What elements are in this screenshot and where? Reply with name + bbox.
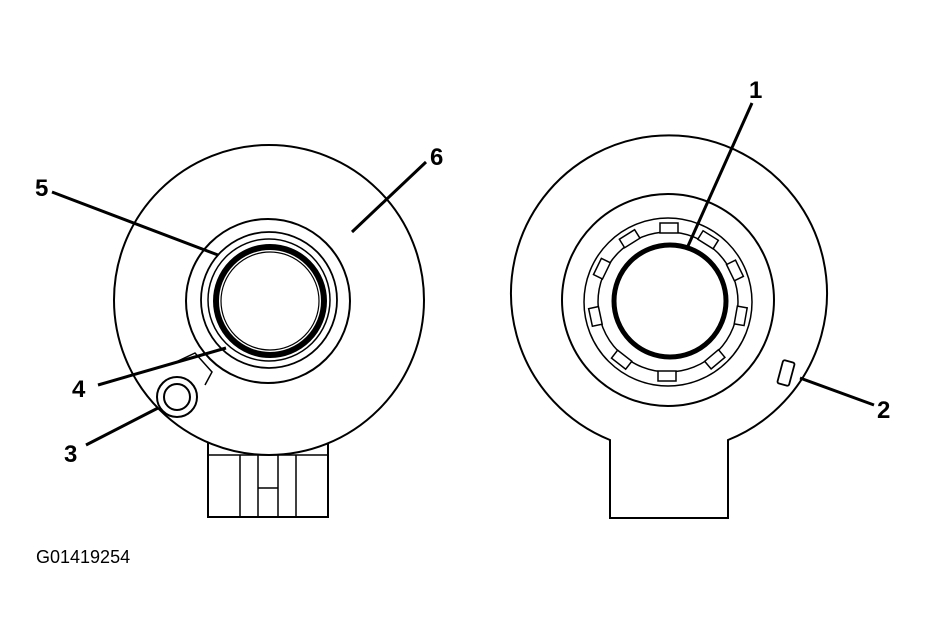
leader-line-3 xyxy=(85,406,159,447)
right-bore xyxy=(611,242,729,360)
callout-3: 3 xyxy=(64,441,77,468)
callout-5: 5 xyxy=(35,175,48,202)
leader-line-5 xyxy=(51,190,219,257)
left-seal-ring-inner xyxy=(207,238,331,362)
left-seal-ring-outer xyxy=(200,231,338,369)
right-component xyxy=(510,134,828,519)
right-outer-body xyxy=(510,134,828,519)
left-bore-inner-edge xyxy=(220,251,320,351)
callout-1: 1 xyxy=(749,77,762,104)
left-outer-ring xyxy=(185,218,351,384)
leader-line-4 xyxy=(97,346,227,387)
right-outer-ring xyxy=(561,193,775,407)
callout-2: 2 xyxy=(877,397,890,424)
left-ring-notch xyxy=(177,352,213,386)
left-component xyxy=(113,144,425,518)
leader-lines xyxy=(51,102,875,447)
callout-4: 4 xyxy=(72,376,86,403)
right-retainer-ring-outer xyxy=(583,217,753,387)
right-retainer-tabs xyxy=(587,222,749,382)
figure-id: G01419254 xyxy=(36,547,130,567)
leader-line-1 xyxy=(686,102,754,247)
left-outer-body xyxy=(113,144,425,456)
left-port-inner xyxy=(163,383,191,411)
right-locating-key xyxy=(776,359,796,387)
leader-line-6 xyxy=(350,160,428,234)
left-bore xyxy=(213,244,327,358)
leader-line-2 xyxy=(799,376,875,407)
callout-6: 6 xyxy=(430,144,443,171)
